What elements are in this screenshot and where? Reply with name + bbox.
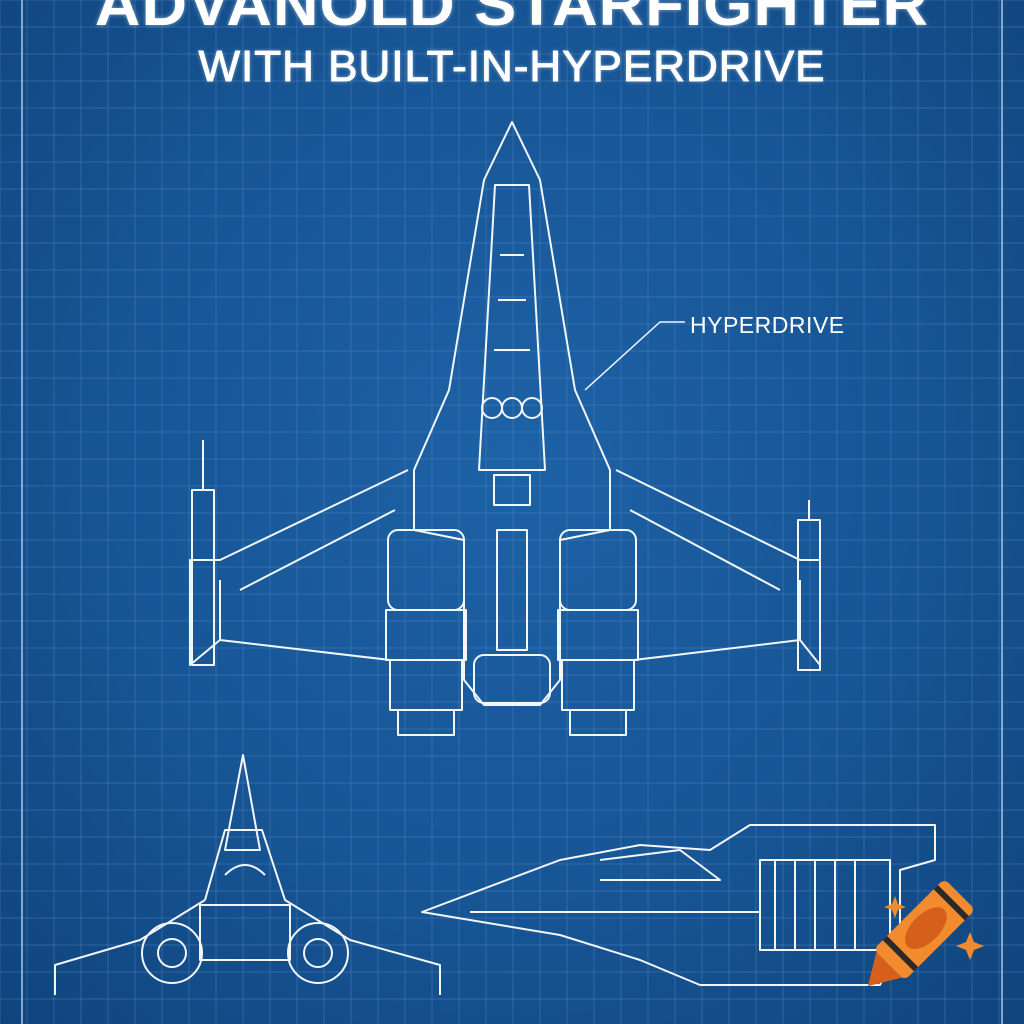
top-view (189, 121, 821, 736)
sparkle-icon (956, 932, 984, 960)
front-view (54, 754, 441, 995)
crayon-icon (867, 881, 973, 987)
title-line-2: WITH BUILT-IN-HYPERDRIVE (198, 42, 826, 92)
hyperdrive-callout-label: HYPERDRIVE (690, 312, 845, 338)
title-line-1: ADVANOLD STARFIGHTER (94, 0, 930, 38)
sparkle-icon (884, 896, 906, 918)
